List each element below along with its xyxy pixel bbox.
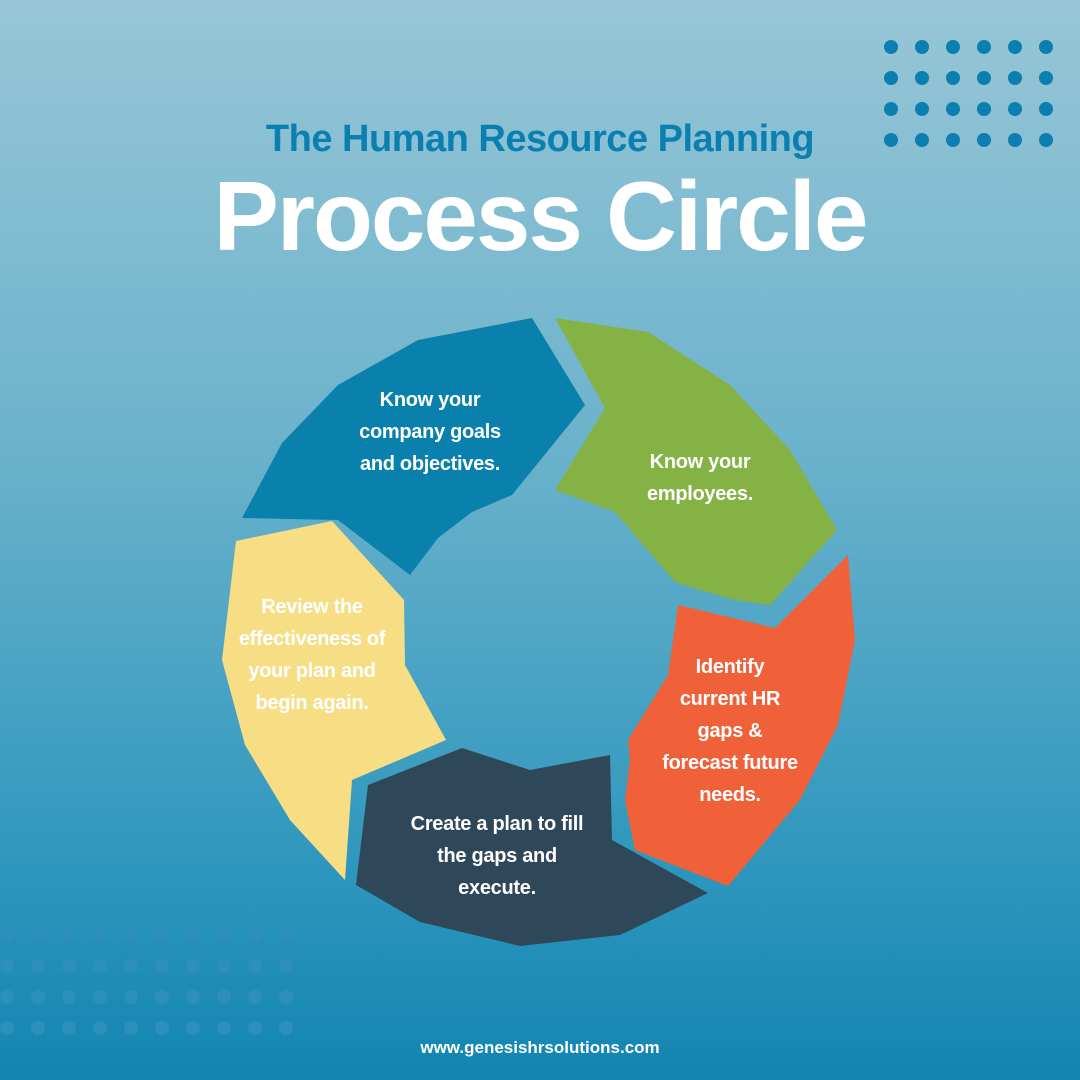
decorative-dot bbox=[0, 959, 14, 973]
decorative-dot bbox=[977, 102, 991, 116]
decorative-dot bbox=[217, 1021, 231, 1035]
decorative-dot bbox=[0, 928, 14, 942]
step-label-employees: Know your employees. bbox=[647, 451, 753, 505]
decorative-dot bbox=[1039, 40, 1053, 54]
decorative-dot bbox=[217, 928, 231, 942]
decorative-dot bbox=[1039, 71, 1053, 85]
decorative-dot bbox=[946, 71, 960, 85]
decorative-dot bbox=[186, 928, 200, 942]
decorative-dot bbox=[915, 71, 929, 85]
decorative-dot bbox=[915, 133, 929, 147]
decorative-dot bbox=[155, 959, 169, 973]
decorative-dot bbox=[1008, 71, 1022, 85]
decorative-dot bbox=[1039, 133, 1053, 147]
decorative-dot bbox=[155, 928, 169, 942]
step-label-review: Review the effectiveness of your plan an… bbox=[238, 596, 386, 714]
decorative-dot bbox=[279, 990, 293, 1004]
step-label-plan: Create a plan to fill the gaps and execu… bbox=[410, 813, 584, 899]
step-label-goals: Know your company goals and objectives. bbox=[359, 389, 501, 475]
decorative-dot bbox=[186, 990, 200, 1004]
decorative-dot bbox=[248, 990, 262, 1004]
decorative-dot bbox=[124, 990, 138, 1004]
step-label-hr-gaps: Identify current HR gaps & forecast futu… bbox=[662, 656, 798, 806]
decorative-dot bbox=[62, 959, 76, 973]
decorative-dot bbox=[62, 1021, 76, 1035]
decorative-dot bbox=[0, 990, 14, 1004]
decorative-dot bbox=[31, 959, 45, 973]
decorative-dot bbox=[884, 133, 898, 147]
decorative-dot bbox=[884, 102, 898, 116]
decorative-dot bbox=[93, 959, 107, 973]
website-url: www.genesishrsolutions.com bbox=[420, 1038, 660, 1057]
decorative-dot bbox=[1008, 133, 1022, 147]
decorative-dot bbox=[0, 1021, 14, 1035]
cycle-segment-goals bbox=[242, 318, 585, 575]
decorative-dot bbox=[93, 990, 107, 1004]
decorative-dot bbox=[884, 71, 898, 85]
decorative-dot bbox=[279, 1021, 293, 1035]
decorative-dot bbox=[124, 1021, 138, 1035]
decorative-dot bbox=[62, 928, 76, 942]
decorative-dot bbox=[248, 1021, 262, 1035]
subtitle: The Human Resource Planning bbox=[265, 118, 815, 160]
decorative-dot bbox=[1039, 102, 1053, 116]
decorative-dot bbox=[31, 990, 45, 1004]
decorative-dot bbox=[93, 928, 107, 942]
decorative-dot bbox=[279, 928, 293, 942]
decorative-dot bbox=[186, 1021, 200, 1035]
decorative-dot bbox=[155, 990, 169, 1004]
decorative-dot bbox=[155, 1021, 169, 1035]
decorative-dot bbox=[31, 928, 45, 942]
cycle-segment-review bbox=[222, 521, 446, 880]
cycle-segment-hr-gaps bbox=[625, 555, 855, 886]
cycle-segment-employees bbox=[555, 318, 837, 605]
decorative-dot bbox=[186, 959, 200, 973]
decorative-dot bbox=[915, 102, 929, 116]
decorative-dot bbox=[217, 959, 231, 973]
decorative-dot bbox=[946, 133, 960, 147]
decorative-dot bbox=[248, 928, 262, 942]
decorative-dot bbox=[1008, 102, 1022, 116]
decorative-dot bbox=[977, 40, 991, 54]
decorative-dot bbox=[124, 959, 138, 973]
decorative-dot bbox=[946, 40, 960, 54]
decorative-dot bbox=[124, 928, 138, 942]
decorative-dot bbox=[31, 1021, 45, 1035]
cycle-segment-plan bbox=[356, 748, 708, 946]
decorative-dot bbox=[62, 990, 76, 1004]
decorative-dot bbox=[915, 40, 929, 54]
page-title: Process Circle bbox=[213, 161, 869, 271]
decorative-dot bbox=[977, 71, 991, 85]
decorative-dot bbox=[884, 40, 898, 54]
decorative-dot bbox=[977, 133, 991, 147]
decorative-dot bbox=[946, 102, 960, 116]
decorative-dot bbox=[279, 959, 293, 973]
decorative-dot bbox=[217, 990, 231, 1004]
decorative-dot bbox=[248, 959, 262, 973]
decorative-dot bbox=[93, 1021, 107, 1035]
decorative-dot bbox=[1008, 40, 1022, 54]
